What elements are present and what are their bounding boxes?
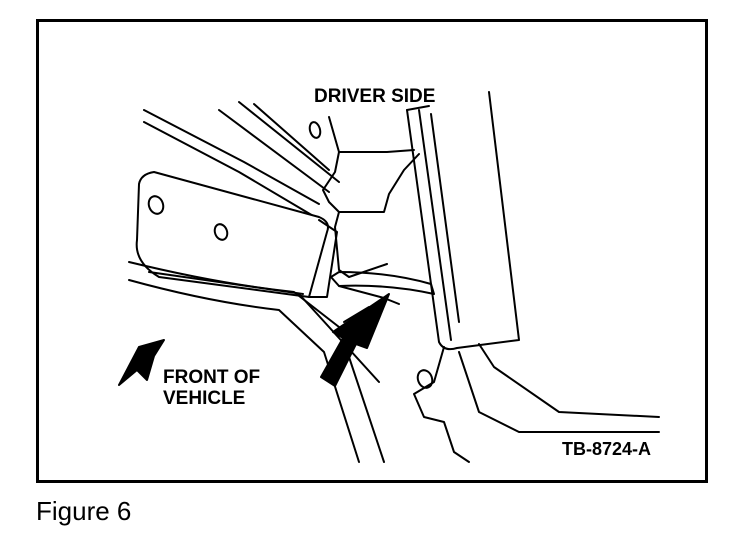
figure-frame: DRIVER SIDE FRONT OF VEHICLE TB-8724-A xyxy=(36,19,708,483)
front-arrow xyxy=(118,339,165,386)
drawing-id-label: TB-8724-A xyxy=(562,439,652,459)
front-of-vehicle-line2: VEHICLE xyxy=(163,388,246,409)
foot-hole xyxy=(416,369,434,389)
front-of-vehicle-label: FRONT OF VEHICLE xyxy=(163,367,260,409)
front-of-vehicle-line1: FRONT OF xyxy=(163,367,261,388)
bracket-hole-top xyxy=(308,121,322,139)
lower-foot xyxy=(413,343,660,463)
mount-bracket xyxy=(322,116,435,323)
pointer-arrow xyxy=(320,293,390,387)
crossmember xyxy=(143,101,340,218)
bracket-hole-left xyxy=(147,195,165,215)
line-drawing xyxy=(118,91,660,463)
bracket-hole-center xyxy=(213,223,229,241)
figure-caption: Figure 6 xyxy=(36,496,132,526)
lower-rail xyxy=(128,261,385,463)
vertical-post xyxy=(406,91,520,351)
driver-side-label: DRIVER SIDE xyxy=(314,86,436,107)
